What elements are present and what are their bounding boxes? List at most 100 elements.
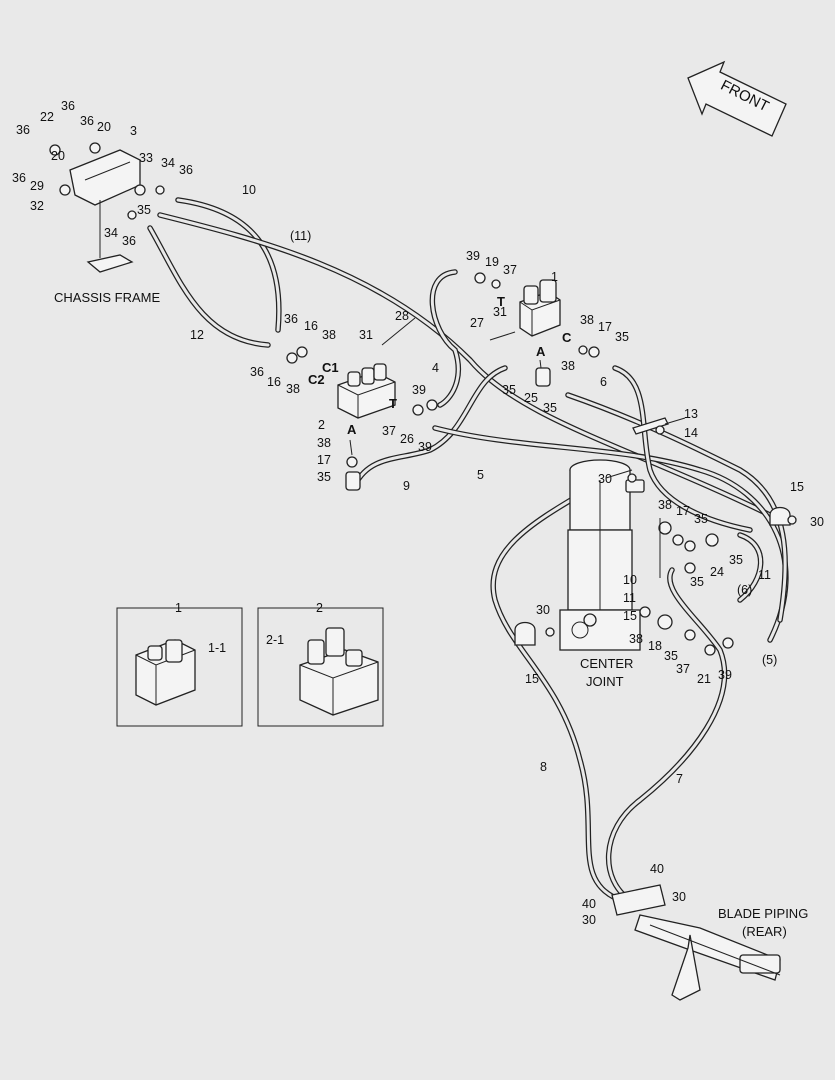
- callout-13: 13: [684, 407, 698, 421]
- callout-12: 12: [190, 328, 204, 342]
- callout-35: 35: [502, 383, 516, 397]
- callout-5: 5: [477, 468, 484, 482]
- port-a2: A: [347, 422, 357, 437]
- callout-9: 9: [403, 479, 410, 493]
- callout-37: 37: [676, 662, 690, 676]
- inset-2-sublabel: 2-1: [266, 633, 284, 647]
- callout-6: 6: [600, 375, 607, 389]
- hoses: [147, 197, 789, 903]
- callout-37: 37: [382, 424, 396, 438]
- callout-40: 40: [650, 862, 664, 876]
- callout-30: 30: [582, 913, 596, 927]
- callout-37: 37: [503, 263, 517, 277]
- caption-center: CENTER: [580, 656, 633, 671]
- callout-29: 29: [30, 179, 44, 193]
- inset-1-title: 1: [175, 601, 182, 615]
- callout-38: 38: [629, 632, 643, 646]
- port-a1: A: [536, 344, 546, 359]
- callout-34: 34: [104, 226, 118, 240]
- callout-10: 10: [242, 183, 256, 197]
- callout-2: 2: [318, 418, 325, 432]
- clamp-40: [611, 884, 666, 916]
- port-c1: C1: [322, 360, 339, 375]
- callout-38: 38: [580, 313, 594, 327]
- callout-35: 35: [615, 330, 629, 344]
- callout-36: 36: [61, 99, 75, 113]
- port-c2: C2: [308, 372, 325, 387]
- callout-36: 36: [122, 234, 136, 248]
- callout-30: 30: [672, 890, 686, 904]
- leader-lines: [349, 359, 686, 578]
- valve-2: [286, 317, 438, 491]
- callout-30: 30: [810, 515, 824, 529]
- blade-piping: [634, 914, 781, 1001]
- inset-1-sublabel: 1-1: [208, 641, 226, 655]
- callout-18: 18: [648, 639, 662, 653]
- fittings: [545, 425, 797, 656]
- inset-1: 1 1-1: [116, 601, 243, 727]
- callout-16: 16: [267, 375, 281, 389]
- callout-38: 38: [322, 328, 336, 342]
- center-joint: [559, 459, 645, 651]
- callout-30: 30: [536, 603, 550, 617]
- valve-1: [474, 272, 600, 387]
- callout-39: 39: [412, 383, 426, 397]
- callout-7: 7: [676, 772, 683, 786]
- callout-28: 28: [395, 309, 409, 323]
- callout-35: 35: [543, 401, 557, 415]
- callout-26: 26: [400, 432, 414, 446]
- callout-19: 19: [485, 255, 499, 269]
- callout-32: 32: [30, 199, 44, 213]
- callout-22: 22: [40, 110, 54, 124]
- callout-25: 25: [524, 391, 538, 405]
- callout-38: 38: [286, 382, 300, 396]
- callout-21: 21: [697, 672, 711, 686]
- callout-39: 39: [718, 668, 732, 682]
- callout-40: 40: [582, 897, 596, 911]
- callout-36: 36: [250, 365, 264, 379]
- callout-31: 31: [493, 305, 507, 319]
- callout-16: 16: [304, 319, 318, 333]
- clamp-13: [632, 417, 669, 435]
- callout-38: 38: [561, 359, 575, 373]
- clamps: [514, 417, 791, 916]
- caption-rear: (REAR): [742, 924, 787, 939]
- callout-5-ref: (5): [762, 653, 777, 667]
- callout-20: 20: [51, 149, 65, 163]
- callout-35: 35: [317, 470, 331, 484]
- callout-15: 15: [790, 480, 804, 494]
- callout-36: 36: [179, 163, 193, 177]
- callout-24: 24: [710, 565, 724, 579]
- callout-36: 36: [16, 123, 30, 137]
- callout-11-ref: (11): [290, 229, 311, 243]
- callout-3: 3: [130, 124, 137, 138]
- callout-38: 38: [658, 498, 672, 512]
- inset-2-title: 2: [316, 601, 323, 615]
- chassis-frame-mark: [86, 254, 134, 273]
- callout-35: 35: [137, 203, 151, 217]
- callout-17: 17: [598, 320, 612, 334]
- callout-14: 14: [684, 426, 698, 440]
- callout-33: 33: [139, 151, 153, 165]
- callout-11: 11: [623, 591, 636, 605]
- clamp-15-left: [514, 621, 536, 646]
- callout-10: 10: [623, 573, 637, 587]
- callout-8: 8: [540, 760, 547, 774]
- port-t2: T: [389, 396, 397, 411]
- callout-6-ref: (6): [737, 583, 752, 597]
- hose-12: [147, 225, 271, 348]
- callout-11: 11: [758, 568, 771, 582]
- hose-10: [175, 197, 282, 333]
- callouts: 36 22 36 36 20 3 20 33 34 36 36 29 32 35…: [12, 99, 824, 927]
- callout-35: 35: [664, 649, 678, 663]
- callout-17: 17: [317, 453, 331, 467]
- callout-15: 15: [623, 609, 637, 623]
- port-c-valve1: C: [562, 330, 572, 345]
- callout-17: 17: [676, 504, 690, 518]
- callout-31: 31: [359, 328, 373, 342]
- callout-38: 38: [317, 436, 331, 450]
- caption-joint: JOINT: [586, 674, 624, 689]
- port-t1: T: [497, 294, 505, 309]
